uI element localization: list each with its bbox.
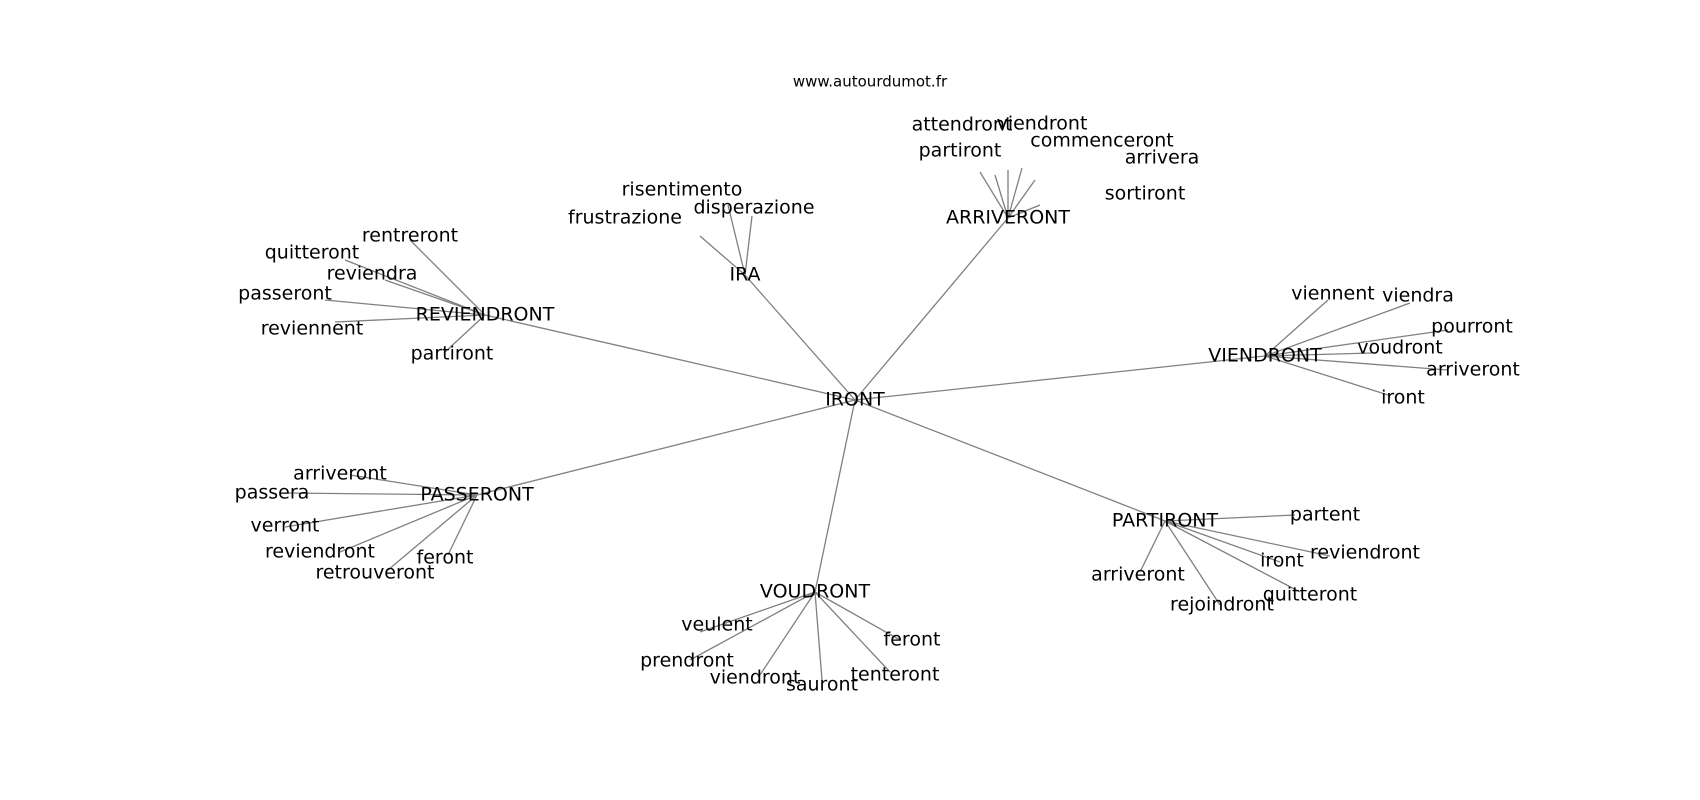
leaf-node[interactable]: passeront [238, 283, 332, 305]
hub-leaf-edge [744, 215, 753, 276]
leaf-node[interactable]: rejoindront [1170, 594, 1274, 616]
hub-leaf-edge [994, 174, 1009, 219]
leaf-node[interactable]: viendront [997, 113, 1088, 135]
leaf-node[interactable]: arrivera [1125, 147, 1200, 169]
hub-leaf-edge [1164, 520, 1331, 557]
leaf-node[interactable]: rentreront [362, 225, 458, 247]
leaf-node[interactable]: commenceront [1030, 130, 1173, 152]
hub-leaf-edge [1007, 179, 1036, 219]
hub-leaf-edge [339, 494, 478, 553]
leaf-node[interactable]: veulent [681, 614, 752, 636]
leaf-node[interactable]: viendront [710, 667, 801, 689]
root-hub-edge [484, 314, 856, 401]
leaf-node[interactable]: sauront [786, 674, 858, 696]
hub-leaf-edge [1264, 355, 1449, 371]
source-label: www.autourdumot.fr [793, 73, 948, 91]
leaf-node[interactable]: partiront [411, 343, 494, 365]
edges-layer [284, 167, 1449, 681]
leaf-node[interactable]: quitteront [265, 242, 359, 264]
hub-leaf-edge [284, 494, 478, 528]
leaf-node[interactable]: retrouveront [315, 562, 434, 584]
leaf-node[interactable]: feront [884, 629, 941, 651]
hub-leaf-edge [814, 591, 891, 673]
hub-leaf-edge [814, 591, 901, 641]
hub-leaf-edge [447, 494, 478, 556]
hub-node[interactable]: PASSERONT [420, 484, 534, 506]
leaf-node[interactable]: sortiront [1105, 183, 1186, 205]
leaf-node[interactable]: risentimento [622, 179, 743, 201]
hub-leaf-edge [1007, 204, 1041, 219]
hub-leaf-edge [344, 259, 486, 316]
root-hub-edge [854, 399, 1166, 522]
root-hub-edge [854, 217, 1009, 401]
hub-leaf-edge [1164, 514, 1296, 522]
hub-leaf-edge [409, 239, 486, 316]
leaf-node[interactable]: viendra [1382, 285, 1454, 307]
leaf-node[interactable]: iront [1381, 387, 1425, 409]
leaf-node[interactable]: reviendra [327, 263, 418, 285]
hub-leaf-edge [979, 171, 1009, 219]
leaf-node[interactable]: reviendront [265, 541, 375, 563]
hub-leaf-edge [1139, 520, 1166, 573]
root-hub-edge [814, 399, 856, 593]
hub-leaf-edge [814, 591, 823, 681]
hub-leaf-edge [727, 204, 746, 276]
hub-leaf-edge [349, 474, 478, 496]
root-hub-edge [476, 399, 856, 496]
leaf-node[interactable]: iront [1260, 550, 1304, 572]
hub-node[interactable]: IRA [729, 264, 760, 286]
root-node[interactable]: IRONT [825, 389, 885, 411]
leaf-node[interactable]: passera [235, 482, 310, 504]
hub-node[interactable]: VOUDRONT [760, 581, 871, 603]
leaf-node[interactable]: arriveront [1426, 359, 1520, 381]
leaf-node[interactable]: disperazione [693, 197, 814, 219]
hub-node[interactable]: PARTIRONT [1112, 510, 1219, 532]
leaf-node[interactable]: quitteront [1263, 584, 1357, 606]
hub-leaf-edge [699, 235, 746, 276]
hub-node[interactable]: ARRIVERONT [946, 207, 1070, 229]
hub-node[interactable]: REVIENDRONT [416, 304, 555, 326]
leaf-node[interactable]: attendront [912, 114, 1013, 136]
leaf-node[interactable]: partent [1290, 504, 1360, 526]
hub-leaf-edge [1264, 352, 1373, 357]
hub-leaf-edge [1264, 355, 1389, 396]
leaf-node[interactable]: verront [251, 515, 320, 537]
leaf-node[interactable]: frustrazione [568, 207, 682, 229]
hub-leaf-edge [689, 591, 816, 661]
hub-leaf-edge [1164, 520, 1221, 606]
leaf-node[interactable]: pourront [1431, 316, 1513, 338]
leaf-node[interactable]: reviendront [1310, 542, 1420, 564]
hub-leaf-edge [1007, 167, 1023, 219]
leaf-node[interactable]: voudront [1357, 337, 1442, 359]
hub-leaf-edge [324, 299, 486, 316]
hub-leaf-edge [444, 314, 486, 353]
hub-leaf-edge [1264, 302, 1411, 357]
hub-leaf-edge [387, 494, 478, 571]
hub-node[interactable]: VIENDRONT [1208, 345, 1322, 367]
hub-leaf-edge [1264, 329, 1449, 357]
leaf-node[interactable]: prendront [640, 650, 734, 672]
leaf-node[interactable]: arriveront [293, 463, 387, 485]
hub-leaf-edge [284, 492, 478, 496]
leaf-node[interactable]: partiront [919, 140, 1002, 162]
leaf-node[interactable]: arriveront [1091, 564, 1185, 586]
hub-leaf-edge [1164, 520, 1301, 593]
hub-leaf-edge [1264, 299, 1329, 357]
leaf-node[interactable]: tenteront [851, 664, 940, 686]
root-hub-edge [854, 355, 1266, 401]
hub-leaf-edge [1164, 520, 1281, 563]
leaf-node[interactable]: feront [417, 547, 474, 569]
leaf-node[interactable]: viennent [1291, 283, 1374, 305]
hub-leaf-edge [759, 591, 816, 676]
hub-leaf-edge [384, 279, 486, 316]
root-hub-edge [744, 274, 856, 401]
leaf-node[interactable]: reviennent [261, 318, 364, 340]
hub-leaf-edge [699, 591, 816, 633]
hub-leaf-edge [334, 314, 486, 323]
